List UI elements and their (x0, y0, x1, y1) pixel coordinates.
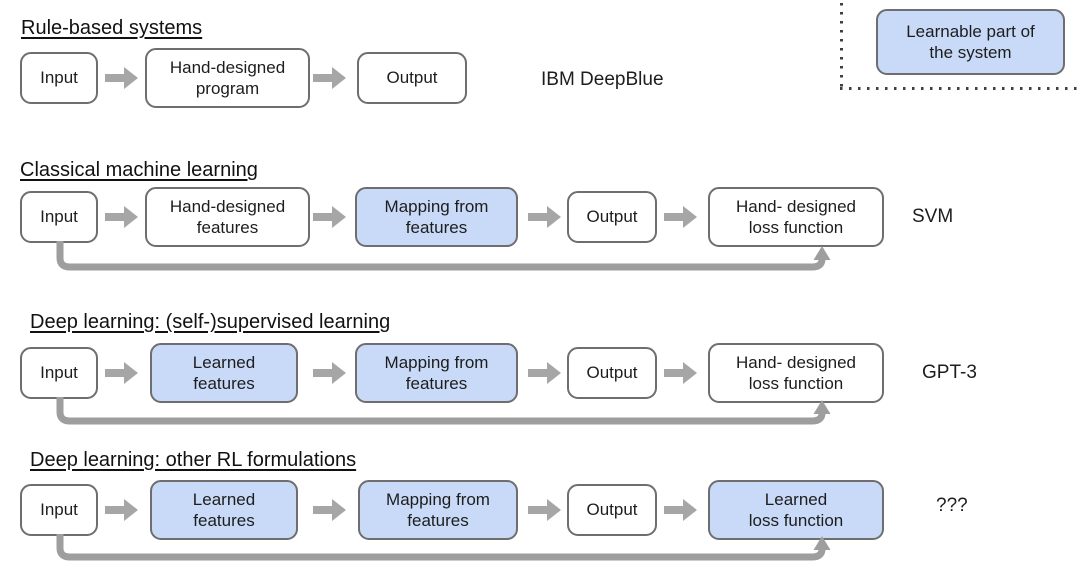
flow-box-label: Learned loss function (748, 489, 844, 530)
arrow-right-icon (313, 499, 346, 521)
flow-box-label: Hand-designed program (169, 57, 286, 98)
arrow-right-icon (528, 499, 561, 521)
flow-box-hand-designed-loss-function: Hand- designed loss function (708, 187, 884, 247)
row-example-ibm-deepblue: IBM DeepBlue (541, 69, 664, 90)
flow-box-input: Input (20, 191, 98, 243)
flow-box-label: Hand- designed loss function (735, 196, 857, 237)
flow-box-output: Output (567, 191, 657, 243)
flow-box-label: Input (40, 500, 78, 520)
row-example-unknown: ??? (936, 495, 968, 516)
flow-box-mapping-from-features: Mapping from features (355, 343, 518, 403)
arrow-right-icon (528, 362, 561, 384)
arrow-right-icon (664, 499, 697, 521)
flow-box-output: Output (357, 52, 467, 104)
flow-box-mapping-from-features: Mapping from features (355, 187, 518, 247)
flow-box-label: Input (40, 68, 78, 88)
flow-box-learned-features: Learned features (150, 480, 298, 540)
legend-label: Learnable part of the system (906, 21, 1035, 62)
flow-box-label: Output (586, 207, 638, 227)
arrow-right-icon (664, 362, 697, 384)
row-heading-classical-ml: Classical machine learning (20, 159, 258, 181)
flow-box-label: Input (40, 207, 78, 227)
flow-box-label: Learned features (192, 352, 256, 393)
flow-box-learned-features: Learned features (150, 343, 298, 403)
flow-box-mapping-from-features: Mapping from features (358, 480, 518, 540)
flow-box-input: Input (20, 52, 98, 104)
row-heading-deep-learning-rl: Deep learning: other RL formulations (30, 449, 357, 471)
arrow-right-icon (105, 67, 138, 89)
legend-dotted-border-vertical (840, 3, 843, 88)
arrow-right-icon (313, 206, 346, 228)
arrow-right-icon (313, 67, 346, 89)
flow-box-label: Hand- designed loss function (735, 352, 857, 393)
arrow-right-icon (105, 499, 138, 521)
flow-box-output: Output (567, 347, 657, 399)
row-heading-deep-learning-supervised: Deep learning: (self-)supervised learnin… (30, 311, 391, 333)
flow-box-label: Output (586, 363, 638, 383)
flow-box-hand-designed-program: Hand-designed program (145, 48, 310, 108)
flow-box-label: Output (586, 500, 638, 520)
flow-box-input: Input (20, 484, 98, 536)
flow-box-label: Hand-designed features (169, 196, 286, 237)
flow-box-label: Mapping from features (384, 196, 489, 237)
row-example-svm: SVM (912, 206, 954, 227)
flow-box-label: Mapping from features (384, 352, 489, 393)
arrow-right-icon (528, 206, 561, 228)
flow-box-output: Output (567, 484, 657, 536)
flow-box-label: Mapping from features (386, 489, 490, 530)
flow-box-input: Input (20, 347, 98, 399)
flow-box-label: Learned features (192, 489, 256, 530)
arrow-right-icon (313, 362, 346, 384)
legend-learnable-box: Learnable part of the system (876, 9, 1065, 75)
flow-box-hand-designed-loss-function: Hand- designed loss function (708, 343, 884, 403)
arrow-right-icon (105, 206, 138, 228)
legend-dotted-border-horizontal (840, 87, 1080, 90)
flow-box-learned-loss-function: Learned loss function (708, 480, 884, 540)
flow-box-label: Input (40, 363, 78, 383)
row-heading-rule-based-systems: Rule-based systems (21, 17, 203, 39)
flow-box-hand-designed-features: Hand-designed features (145, 187, 310, 247)
arrow-right-icon (105, 362, 138, 384)
flow-box-label: Output (386, 68, 438, 88)
row-example-gpt3: GPT-3 (922, 362, 977, 383)
arrow-right-icon (664, 206, 697, 228)
